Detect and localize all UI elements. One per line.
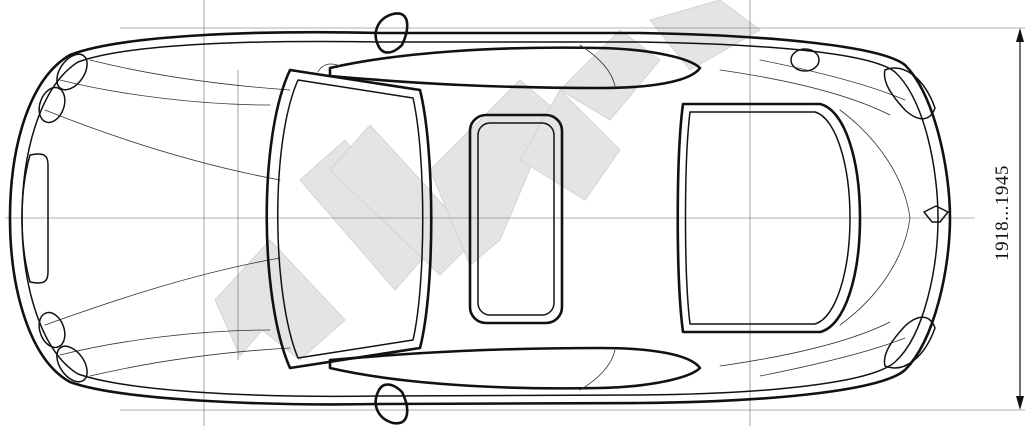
- fuel-cap: [790, 48, 820, 72]
- rear-window: [676, 102, 862, 334]
- front-grille: [21, 153, 49, 284]
- headlights: [38, 53, 88, 383]
- windshield: [265, 63, 433, 370]
- sunroof: [468, 113, 564, 325]
- reference-lines: [5, 0, 1025, 426]
- side-mirrors: [374, 12, 409, 425]
- taillights: [883, 67, 936, 369]
- width-dimension-text: 1918...1945: [992, 165, 1013, 261]
- side-windows: [328, 44, 702, 391]
- dimension-line: [1016, 28, 1024, 410]
- rear-emblem: [923, 205, 949, 223]
- car-body: [8, 30, 952, 406]
